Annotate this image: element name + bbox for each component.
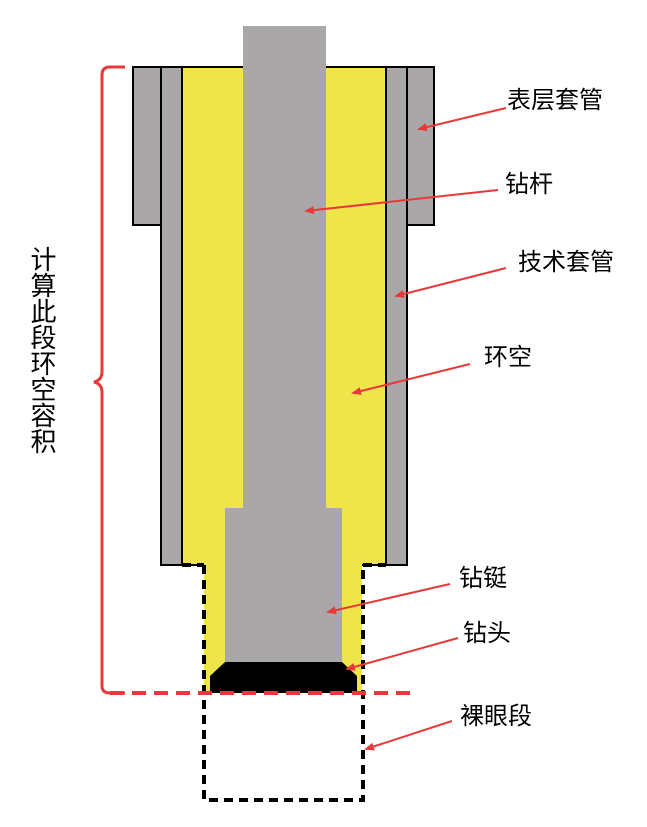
surface-casing-left <box>132 66 162 226</box>
label-drill-pipe: 钻杆 <box>505 170 553 198</box>
label-annular-volume-note: 计算此段环空容积 <box>26 246 56 454</box>
arrow-surface-casing <box>417 107 507 132</box>
label-drill-bit: 钻头 <box>463 619 511 647</box>
label-annulus: 环空 <box>484 343 532 371</box>
label-drill-collar: 钻铤 <box>459 564 507 592</box>
arrow-drill-pipe <box>304 189 499 215</box>
drill-bit <box>210 662 357 693</box>
drill-pipe <box>243 26 326 510</box>
arrow-drill-collar <box>326 583 451 615</box>
surface-casing-right <box>406 66 435 226</box>
volume-bracket <box>93 65 125 695</box>
arrow-technical-casing <box>394 267 507 298</box>
label-open-hole: 裸眼段 <box>460 702 532 730</box>
label-technical-casing: 技术套管 <box>518 248 614 276</box>
arrow-annulus <box>351 363 471 395</box>
label-surface-casing: 表层套管 <box>507 86 603 114</box>
arrow-open-hole <box>364 720 453 751</box>
drill-collar <box>225 508 342 663</box>
technical-casing-right <box>385 66 408 566</box>
technical-casing-left <box>160 66 183 566</box>
arrow-drill-bit <box>345 637 459 671</box>
open-hole-outline <box>202 565 365 802</box>
